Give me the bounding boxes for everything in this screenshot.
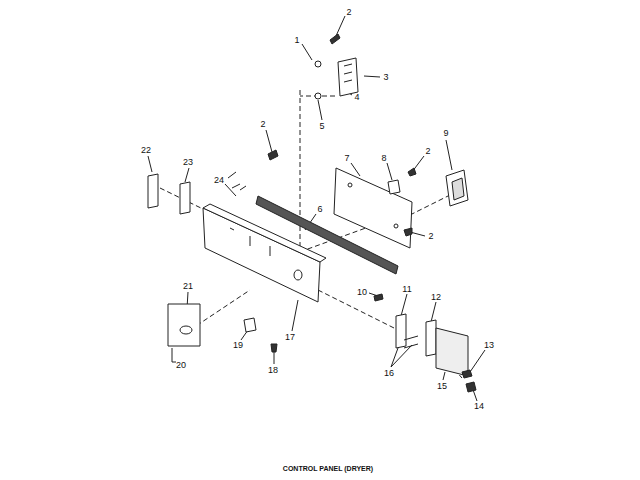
callout-number: 10: [357, 287, 367, 297]
nut: [180, 326, 192, 334]
callout-number: 16: [384, 368, 394, 378]
callout-number: 3: [383, 72, 388, 82]
screw: [404, 336, 418, 348]
callout-number: 7: [344, 153, 349, 163]
leader-line: [401, 294, 407, 316]
mounting-plate: [334, 168, 412, 248]
callout-number: 21: [183, 281, 193, 291]
callout-number: 18: [268, 365, 278, 375]
wire: [228, 172, 246, 190]
callout-number: 2: [346, 7, 351, 17]
panel-slot: [230, 228, 270, 256]
leader-line: [431, 302, 436, 322]
switch-face: [452, 178, 464, 200]
screw: [374, 294, 383, 301]
leader-line: [225, 184, 236, 196]
callout-number: 24: [214, 175, 224, 185]
bracket: [180, 182, 190, 214]
end-cap: [436, 328, 468, 376]
callout-number: 11: [402, 284, 411, 294]
bracket: [338, 58, 358, 96]
screw: [462, 370, 472, 378]
leader-line: [172, 348, 176, 362]
leader-line: [292, 300, 298, 331]
callout-number: 13: [484, 340, 494, 350]
washer: [315, 93, 321, 99]
screw: [330, 34, 340, 44]
callout-number: 2: [425, 146, 430, 156]
callout-number: 2: [260, 119, 265, 129]
clip: [244, 318, 256, 332]
panel-lip: [203, 204, 326, 262]
leader-line: [266, 130, 272, 152]
screw: [404, 228, 412, 236]
callout-number: 22: [141, 145, 151, 155]
leader-line: [148, 156, 152, 172]
screw: [466, 382, 476, 392]
clip: [388, 180, 400, 194]
callout-number: 12: [431, 292, 441, 302]
leader-line: [274, 352, 275, 364]
dashed-line: [410, 195, 450, 215]
leader-line: [185, 168, 189, 182]
callout-number: 1: [294, 35, 299, 45]
leader-line: [351, 163, 360, 176]
leader-line: [364, 76, 380, 77]
screw: [271, 344, 277, 352]
callout-number: 4: [354, 92, 359, 102]
hole: [348, 183, 352, 187]
bracket: [426, 320, 436, 356]
callout-number: 19: [233, 340, 243, 350]
switch: [446, 170, 468, 206]
callout-number: 14: [474, 401, 484, 411]
nut: [315, 61, 321, 67]
label-plate: [168, 304, 200, 346]
bracket: [148, 174, 158, 208]
assembly-lines: [160, 90, 462, 378]
leader-line: [391, 345, 412, 367]
callout-number: 5: [319, 121, 324, 131]
callout-number: 6: [317, 204, 322, 214]
callout-number: 20: [176, 360, 186, 370]
leader-line: [387, 163, 392, 180]
hole: [394, 224, 398, 228]
screw: [268, 150, 278, 160]
parts: [148, 34, 476, 392]
leader-line: [470, 350, 485, 372]
bracket: [396, 314, 406, 348]
callout-number: 23: [183, 157, 193, 167]
leader-line: [443, 372, 445, 380]
leader-line: [446, 140, 452, 170]
callout-number: 8: [381, 153, 386, 163]
leader-line: [336, 16, 345, 36]
callout-number: 17: [285, 332, 295, 342]
screw: [408, 168, 416, 176]
leader-lines: [148, 16, 485, 401]
panel-hole: [294, 270, 302, 280]
bracket-slot: [344, 64, 352, 82]
leader-line: [318, 100, 322, 120]
leader-line: [302, 44, 312, 60]
callout-number: 15: [437, 381, 447, 391]
callout-number: 2: [428, 231, 433, 241]
callout-number: 9: [443, 128, 448, 138]
diagram-caption: CONTROL PANEL (DRYER): [283, 464, 373, 473]
